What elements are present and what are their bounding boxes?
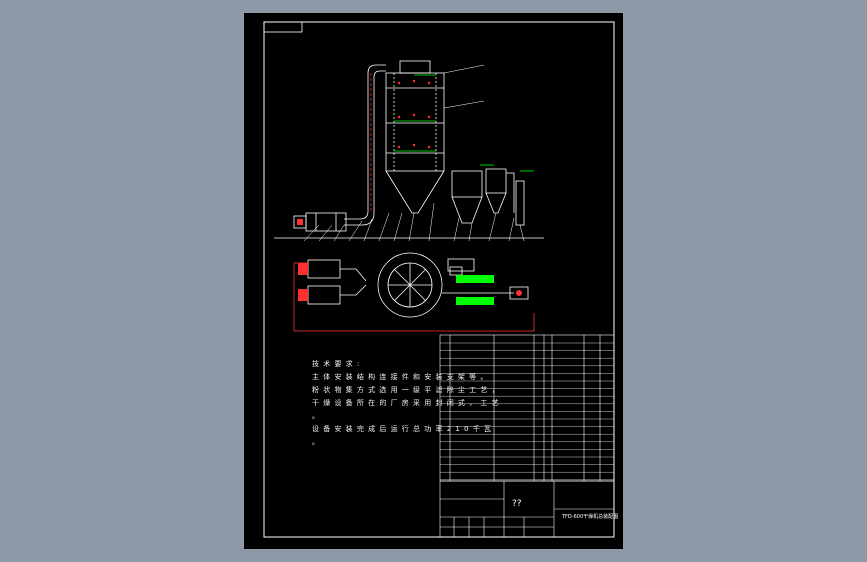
dryer-tower	[385, 60, 445, 214]
drawing-name: ??	[512, 499, 522, 509]
cyclone-group	[451, 168, 525, 226]
plan-fans-green	[456, 275, 494, 305]
parts-table-rows	[440, 342, 614, 480]
notes-line-2: 粉 状 物 集 方 式 选 用 一 级 平 滤 除 尘 工 艺 ，	[312, 386, 500, 394]
dim-lines-green	[394, 74, 436, 152]
tower-bubbles	[397, 79, 431, 149]
plan-view	[307, 252, 475, 318]
drawing-number: TFD-600干燥机总装配图	[562, 514, 619, 520]
parts-table	[439, 334, 615, 482]
plan-right-duct	[442, 286, 529, 300]
notes-line-1: 主 体 安 装 结 构 连 接 件 和 安 装 支 架 等 。	[312, 373, 489, 381]
heater-flame	[297, 219, 303, 225]
title-block-grid	[439, 480, 615, 538]
corner-tag-box	[263, 21, 303, 33]
plan-view-red	[293, 262, 535, 332]
notes-heading: 技 术 要 求 :	[312, 360, 361, 368]
plan-heaters	[298, 263, 308, 301]
notes-line-4: 设 备 安 装 完 成 后 运 行 总 功 率 2 1 0 千 瓦 。	[312, 425, 492, 446]
sheet-border	[263, 21, 615, 538]
notes-line-3: 干 燥 设 备 所 在 的 厂 房 采 用 封 闭 式 ， 工 艺 。	[312, 399, 500, 420]
leader-lines	[303, 64, 525, 242]
drawing-canvas	[263, 21, 615, 538]
inlet-duct	[344, 64, 386, 226]
plan-fan-hub	[516, 290, 522, 296]
drawing-sheet: 技 术 要 求 : 主 体 安 装 结 构 连 接 件 和 安 装 支 架 等 …	[244, 13, 623, 549]
cyclone-pipes	[480, 164, 534, 172]
technical-requirements: 技 术 要 求 : 主 体 安 装 结 构 连 接 件 和 安 装 支 架 等 …	[312, 358, 502, 449]
